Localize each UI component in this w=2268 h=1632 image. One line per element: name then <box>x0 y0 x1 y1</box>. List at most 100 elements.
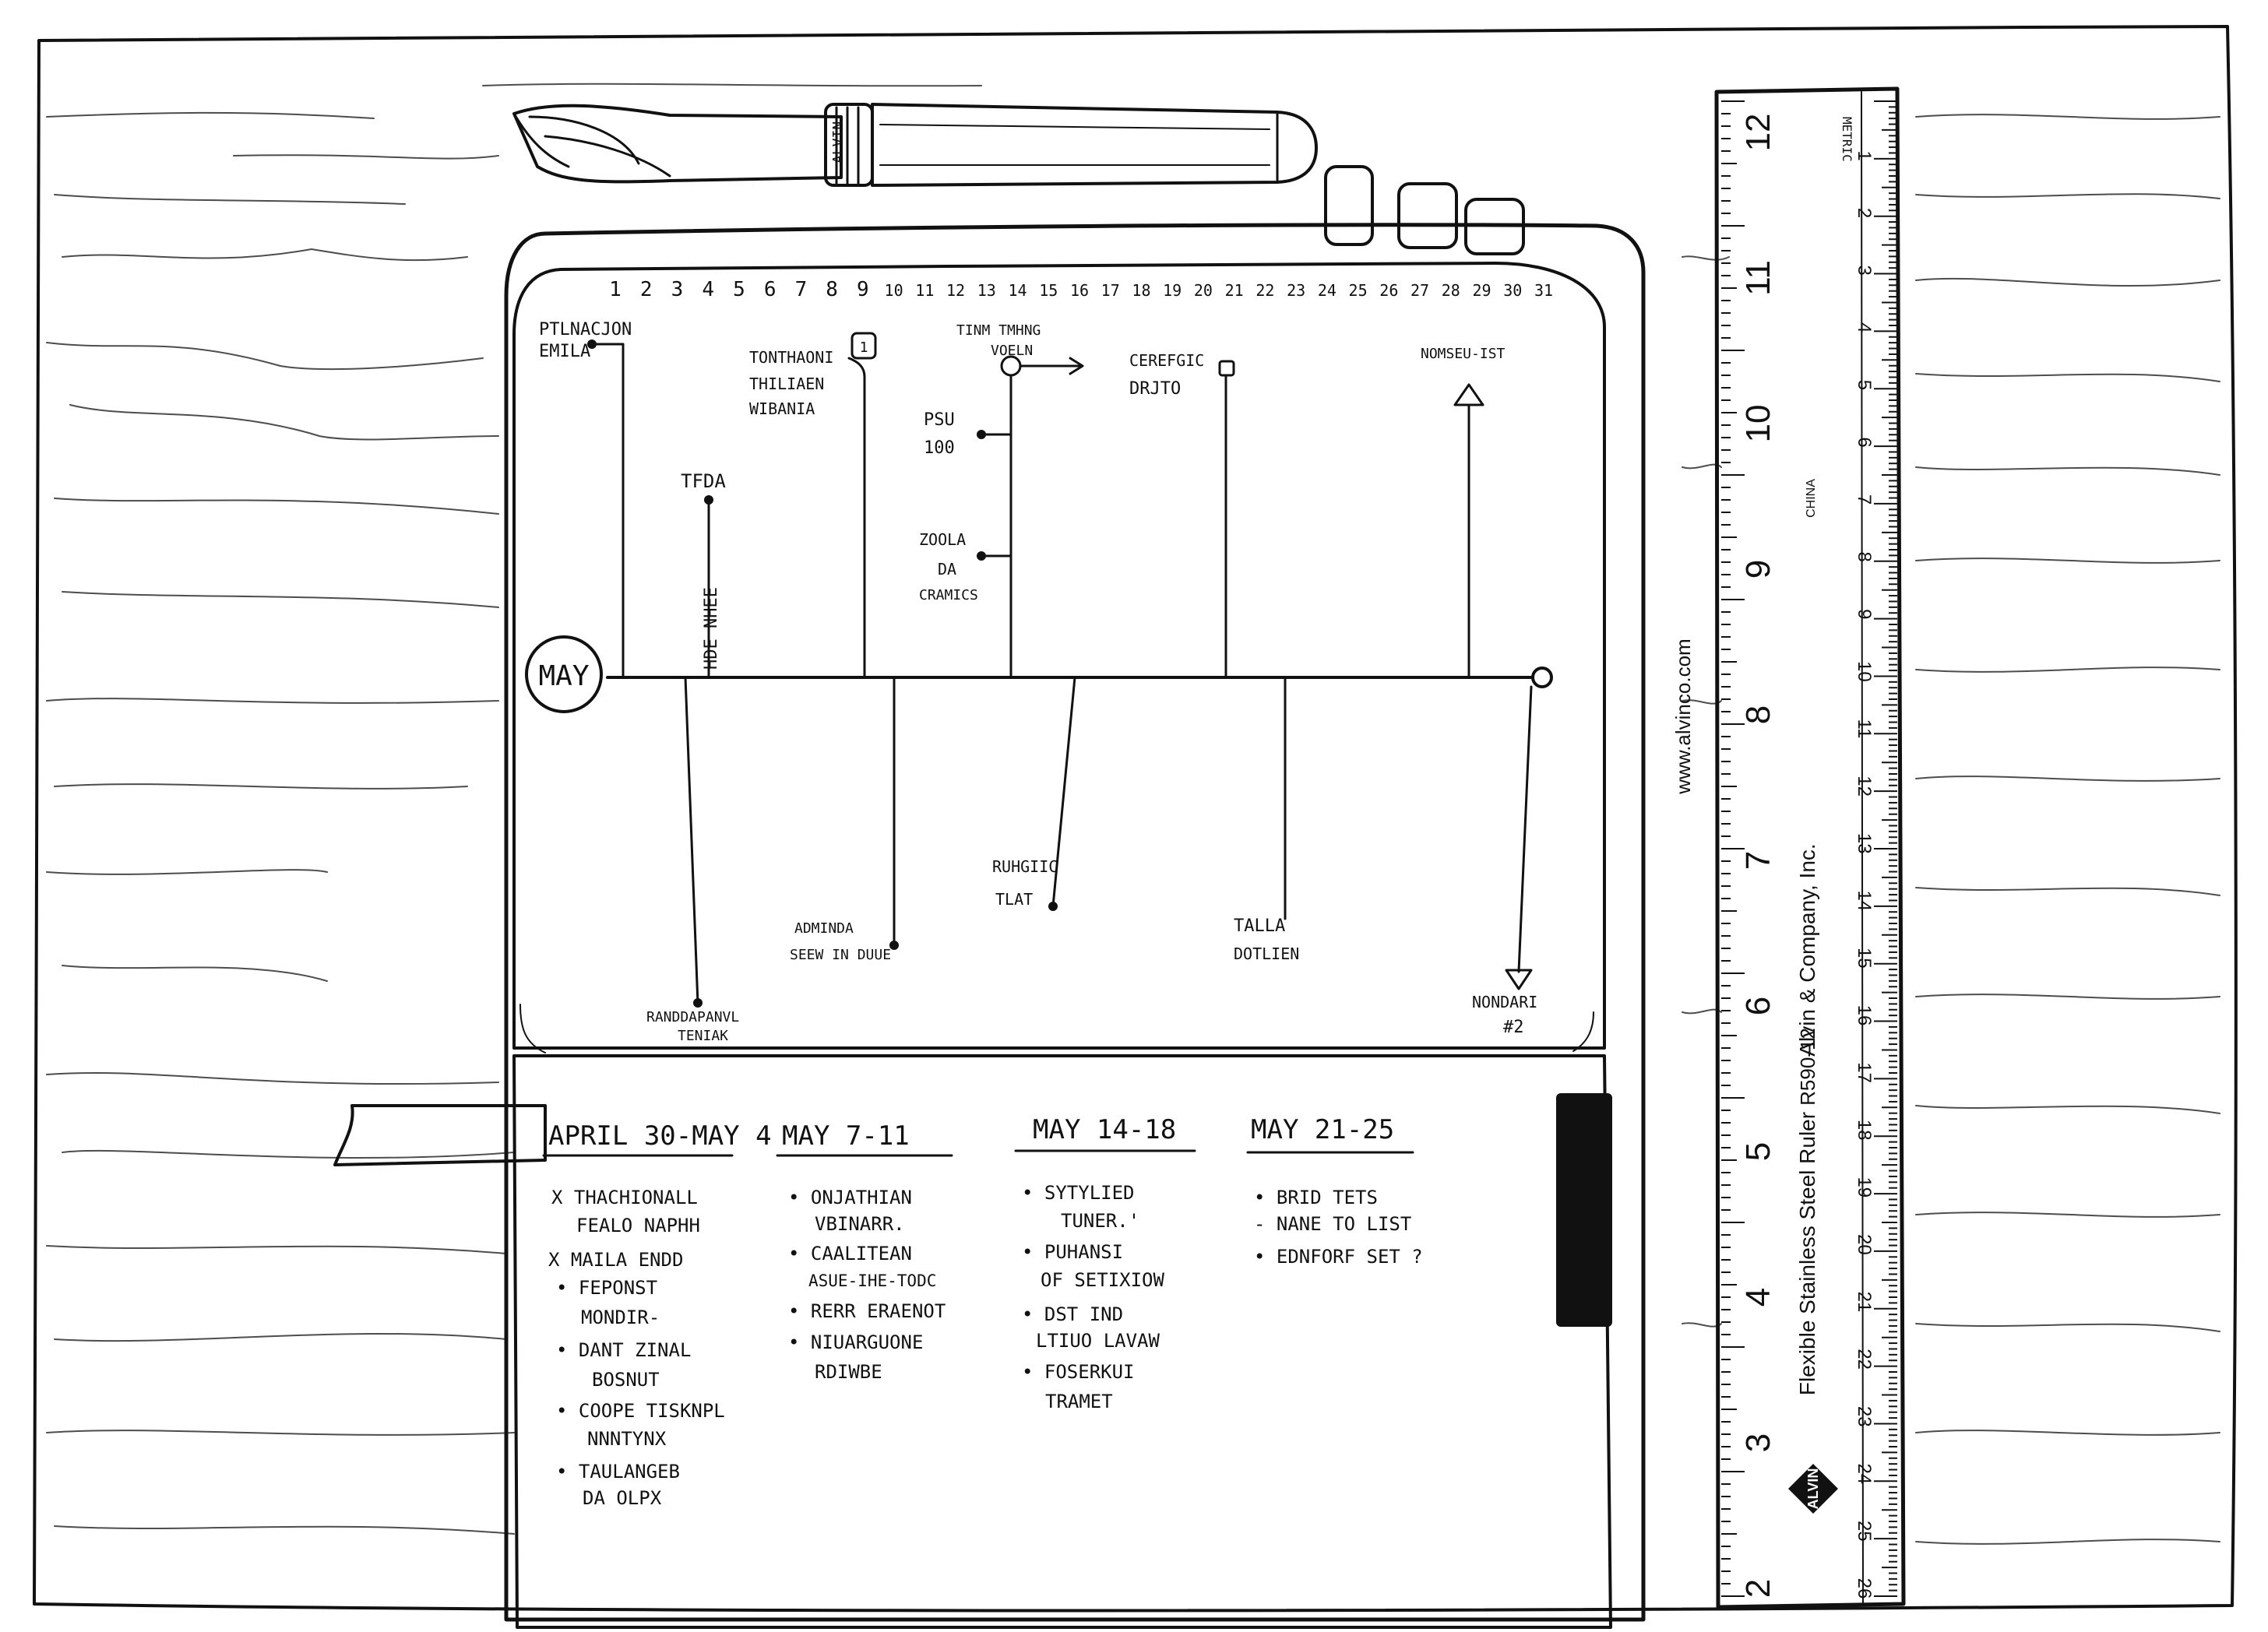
svg-text:• DANT ZINAL: • DANT ZINAL <box>556 1339 691 1361</box>
day-number: 10 <box>885 281 903 300</box>
ruler-cm-numbers: 1234567891011121314151617181920212223242… <box>1854 150 1875 1599</box>
ruler-metric-label: METRIC <box>1840 117 1854 162</box>
svg-text:PTLNACJON: PTLNACJON <box>539 320 632 339</box>
ruler-cm-number: 17 <box>1854 1062 1875 1083</box>
ruler-inch-number: 5 <box>1739 1142 1777 1161</box>
month-circle <box>525 635 603 713</box>
ruler-cm-number: 15 <box>1854 948 1875 969</box>
svg-text:FEALO NAPHH: FEALO NAPHH <box>576 1215 700 1236</box>
day-number: 24 <box>1318 281 1336 300</box>
timeline-label-4: TONTHAONI THILIAEN WIBANIA 1 <box>749 339 868 418</box>
week-heading: MAY 7-11 <box>782 1120 910 1152</box>
svg-text:CEREFGIC: CEREFGIC <box>1129 351 1204 370</box>
ruler-cm-number: 5 <box>1854 380 1875 390</box>
svg-text:1: 1 <box>860 339 868 356</box>
svg-text:TLAT: TLAT <box>995 890 1033 909</box>
day-number: 31 <box>1534 281 1553 300</box>
svg-text:ALVIN: ALVIN <box>1805 1468 1821 1510</box>
ruler-cm-number: 19 <box>1854 1177 1875 1198</box>
day-number: 30 <box>1503 281 1522 300</box>
svg-text:ADMINDA: ADMINDA <box>794 920 854 937</box>
ruler-inch-number: 4 <box>1739 1288 1777 1307</box>
day-number: 9 <box>857 278 869 301</box>
timeline-label-8: CEREFGIC DRJTO <box>1129 351 1204 399</box>
ruler-cm-number: 20 <box>1854 1234 1875 1255</box>
timeline-label-12: RUHGIIC TLAT <box>992 857 1058 909</box>
ruler-cm-number: 26 <box>1854 1578 1875 1599</box>
svg-text:VOELN: VOELN <box>991 343 1033 359</box>
pen-clip-label: ALVIN <box>830 121 847 164</box>
day-number: 11 <box>915 281 934 300</box>
day-number: 29 <box>1472 281 1491 300</box>
svg-text:• DST IND: • DST IND <box>1022 1303 1123 1325</box>
svg-text:TALLA: TALLA <box>1234 916 1285 936</box>
ruler-website: www.alvinco.com <box>1671 638 1695 794</box>
ruler-cm-number: 25 <box>1854 1521 1875 1542</box>
week-column-2: MAY 7-11 • ONJATHIAN VBINARR. • CAALITEA… <box>776 1120 953 1383</box>
ruler-cm-number: 2 <box>1854 208 1875 218</box>
ruler-cm-number: 4 <box>1854 322 1875 332</box>
svg-text:MONDIR-: MONDIR- <box>581 1307 660 1328</box>
ruler-cm-number: 21 <box>1854 1292 1875 1313</box>
svg-text:VBINARR.: VBINARR. <box>815 1213 905 1235</box>
svg-text:• EDNFORF SET ?: • EDNFORF SET ? <box>1254 1246 1423 1268</box>
ruler-inch-number: 8 <box>1739 705 1777 724</box>
page-tabs <box>1324 165 1525 255</box>
ruler-ticks <box>1721 100 1897 1597</box>
ruler-product: Flexible Stainless Steel Ruler <box>1795 1112 1819 1395</box>
svg-text:DA OLPX: DA OLPX <box>583 1487 662 1509</box>
svg-text:TONTHAONI: TONTHAONI <box>749 348 833 367</box>
ruler-inch-number: 9 <box>1739 560 1777 579</box>
day-number: 12 <box>946 281 965 300</box>
day-number: 16 <box>1070 281 1089 300</box>
svg-text:OF SETIXIOW: OF SETIXIOW <box>1041 1269 1164 1291</box>
svg-text:RANDDAPANVL: RANDDAPANVL <box>646 1009 739 1025</box>
wood-grain <box>46 83 2220 1545</box>
timeline-label-3: HDE NHEE <box>702 587 721 670</box>
svg-text:• CAALITEAN: • CAALITEAN <box>788 1243 912 1264</box>
timeline-label-11: ADMINDA SEEW IN DUUE <box>790 920 891 963</box>
svg-text:ZOOLA: ZOOLA <box>919 530 966 549</box>
svg-text:• TAULANGEB: • TAULANGEB <box>556 1461 680 1483</box>
svg-text:ASUE-IHE-TODC: ASUE-IHE-TODC <box>808 1271 936 1290</box>
svg-text:SEEW IN DUUE: SEEW IN DUUE <box>790 947 891 963</box>
ruler-cm-number: 24 <box>1854 1463 1875 1484</box>
day-number: 26 <box>1379 281 1398 300</box>
svg-text:X MAILA ENDD: X MAILA ENDD <box>548 1249 683 1271</box>
svg-text:• PUHANSI: • PUHANSI <box>1022 1241 1123 1263</box>
day-number: 13 <box>977 281 996 300</box>
week-heading: APRIL 30-MAY 4 <box>548 1120 772 1152</box>
day-number: 8 <box>826 278 838 301</box>
ruler-model: R590-12 <box>1796 1028 1819 1106</box>
svg-text:CRAMICS: CRAMICS <box>919 587 978 603</box>
timeline-label-5: TINM TMHNG VOELN <box>956 322 1041 359</box>
timeline-label-7: ZOOLA DA CRAMICS <box>919 530 978 603</box>
desk <box>33 25 2238 1613</box>
day-number: 23 <box>1287 281 1305 300</box>
ruler-cm-number: 6 <box>1854 437 1875 447</box>
week-column-1: APRIL 30-MAY 4 X THACHIONALL FEALO NAPHH… <box>542 1120 772 1509</box>
svg-text:WIBANIA: WIBANIA <box>749 399 815 418</box>
svg-text:X THACHIONALL: X THACHIONALL <box>551 1187 698 1208</box>
svg-text:TUNER.': TUNER.' <box>1061 1210 1139 1232</box>
day-number: 5 <box>733 278 745 301</box>
day-number: 2 <box>640 278 653 301</box>
day-number: 4 <box>702 278 714 301</box>
svg-text:#2: #2 <box>1503 1018 1524 1037</box>
svg-text:TRAMET: TRAMET <box>1045 1391 1113 1412</box>
timeline-label-2: TFDA <box>681 470 726 492</box>
day-number: 19 <box>1163 281 1182 300</box>
ruler-brand-line: Alvin & Company, Inc. <box>1795 843 1819 1056</box>
svg-text:TENIAK: TENIAK <box>678 1028 728 1044</box>
day-number: 28 <box>1442 281 1460 300</box>
svg-text:DRJTO: DRJTO <box>1129 379 1181 399</box>
ruler-inch-number: 12 <box>1739 114 1777 152</box>
ruler-cm-number: 12 <box>1854 776 1875 797</box>
svg-text:DA: DA <box>938 560 956 579</box>
svg-text:LTIUO LAVAW: LTIUO LAVAW <box>1036 1330 1160 1352</box>
svg-text:NNNTYNX: NNNTYNX <box>587 1428 667 1450</box>
svg-text:• RERR ERAENOT: • RERR ERAENOT <box>788 1300 946 1322</box>
svg-text:• FEPONST: • FEPONST <box>556 1277 657 1299</box>
